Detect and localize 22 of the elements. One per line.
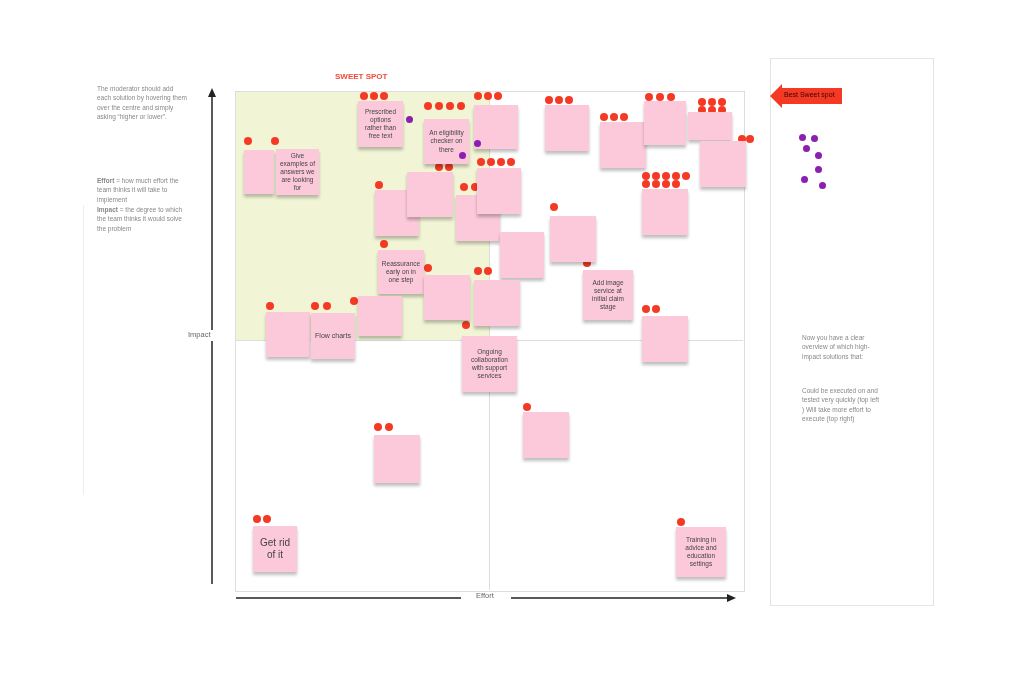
sticky-note [477, 168, 521, 214]
sticky-note [266, 312, 310, 357]
sticky-note [550, 216, 596, 262]
sticky-note [407, 172, 453, 217]
sticky-note [523, 412, 569, 458]
sticky-note [358, 296, 402, 336]
sticky-note [474, 280, 520, 326]
arrow-sign [770, 84, 842, 108]
sticky-note [244, 150, 274, 194]
sticky-note [600, 122, 646, 168]
sticky-note [700, 141, 746, 187]
sticky-note [642, 316, 688, 362]
sticky-note [374, 435, 420, 483]
sticky-note [424, 275, 470, 320]
sticky-note [688, 112, 732, 140]
sticky-note [644, 101, 686, 145]
sticky-note [474, 105, 518, 149]
sticky-note [545, 105, 589, 151]
sticky-note [500, 232, 544, 278]
quadrant-title: SWEET SPOT [335, 71, 389, 83]
sticky-note [642, 189, 688, 235]
sticky-note: Get rid of it [253, 526, 297, 572]
